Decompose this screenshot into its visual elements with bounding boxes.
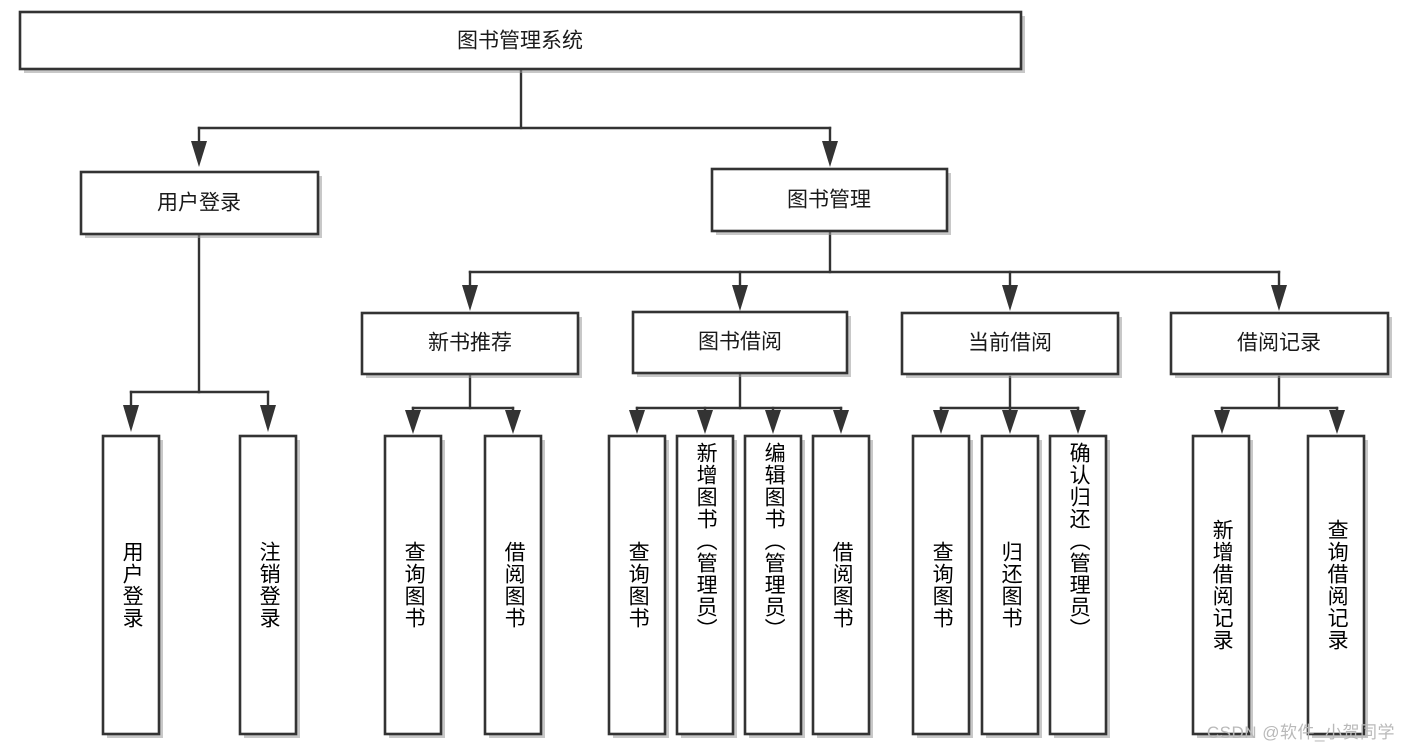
edge-group-login-to-leaves (123, 232, 276, 432)
arrow-bw-leaf-4 (833, 410, 849, 434)
arrow-nb-leaf-1 (405, 410, 421, 434)
leaf-box[interactable] (483, 434, 543, 736)
edge-group-bookmgmt-to-level3 (462, 231, 1287, 311)
node-leaf-cur-return[interactable] (980, 434, 1042, 738)
leaf-box[interactable] (1048, 434, 1108, 736)
leaf-box[interactable] (1306, 434, 1366, 736)
node-root-label: 图书管理系统 (457, 30, 583, 53)
edge-group-current-to-leaves (933, 375, 1086, 434)
node-current-box[interactable] (900, 311, 1120, 376)
leaf-box[interactable] (607, 434, 667, 736)
node-leaf-cur-confirm[interactable] (1048, 434, 1110, 738)
node-leaf-bw-borrow[interactable] (811, 434, 873, 738)
arrow-to-bookmgmt (822, 141, 838, 167)
node-leaf-nb-query[interactable] (383, 434, 445, 738)
node-record[interactable]: 借阅记录 (1169, 311, 1392, 378)
leaf-box[interactable] (980, 434, 1040, 736)
node-root-box[interactable] (18, 10, 1023, 71)
node-record-box[interactable] (1169, 311, 1390, 376)
edge-group-record-to-leaves (1214, 375, 1345, 434)
node-leaf-user-login[interactable] (101, 434, 163, 738)
arrow-to-newbook (462, 285, 478, 311)
leaf-box[interactable] (1191, 434, 1251, 736)
arrow-to-login (191, 141, 207, 167)
arrow-cur-leaf-2 (1002, 410, 1018, 434)
node-newbook-box[interactable] (360, 311, 580, 376)
node-login-label: 用户登录 (157, 192, 241, 215)
arrow-to-record (1271, 285, 1287, 311)
node-bookmgmt-box[interactable] (710, 167, 949, 233)
arrow-bw-leaf-3 (765, 410, 781, 434)
arrow-nb-leaf-2 (505, 410, 521, 434)
edge-group-borrow-to-leaves (629, 373, 849, 434)
node-login[interactable]: 用户登录 (79, 170, 322, 238)
node-current-label: 当前借阅 (968, 332, 1052, 355)
node-borrow-box[interactable] (631, 310, 849, 375)
edge-group-newbook-to-leaves (405, 374, 521, 434)
node-leaf-bw-edit[interactable] (743, 434, 805, 738)
arrow-bw-leaf-2 (697, 410, 713, 434)
leaf-box[interactable] (743, 434, 803, 736)
leaf-box[interactable] (101, 434, 161, 736)
leaf-box[interactable] (238, 434, 298, 736)
node-bookmgmt[interactable]: 图书管理 (710, 167, 951, 235)
arrow-login-leaf-2 (260, 405, 276, 432)
node-newbook[interactable]: 新书推荐 (360, 311, 582, 378)
node-newbook-label: 新书推荐 (428, 332, 512, 355)
edge-group-root-to-level2 (191, 68, 838, 167)
node-borrow-label: 图书借阅 (698, 331, 782, 354)
arrow-to-borrow (732, 285, 748, 311)
arrow-rec-leaf-1 (1214, 410, 1230, 434)
node-login-box[interactable] (79, 170, 320, 236)
arrow-cur-leaf-3 (1070, 410, 1086, 434)
node-current[interactable]: 当前借阅 (900, 311, 1122, 378)
node-leaf-bw-add[interactable] (675, 434, 737, 738)
node-leaf-nb-borrow[interactable] (483, 434, 545, 738)
node-leaf-rec-add[interactable] (1191, 434, 1253, 738)
node-leaf-cur-query[interactable] (911, 434, 973, 738)
leaf-box[interactable] (383, 434, 443, 736)
arrow-cur-leaf-1 (933, 410, 949, 434)
node-root[interactable]: 图书管理系统 (18, 10, 1025, 73)
node-leaf-user-logout[interactable] (238, 434, 300, 738)
arrow-rec-leaf-2 (1329, 410, 1345, 434)
arrow-bw-leaf-1 (629, 410, 645, 434)
arrow-to-current (1002, 285, 1018, 311)
node-leaf-bw-query[interactable] (607, 434, 669, 738)
csdn-watermark: CSDN @软件_小贺同学 (1206, 723, 1395, 742)
leaf-box[interactable] (811, 434, 871, 736)
node-record-label: 借阅记录 (1237, 332, 1321, 355)
node-leaf-rec-query[interactable] (1306, 434, 1368, 738)
leaf-box[interactable] (911, 434, 971, 736)
node-bookmgmt-label: 图书管理 (787, 189, 871, 212)
arrow-login-leaf-1 (123, 405, 139, 432)
leaf-box[interactable] (675, 434, 735, 736)
node-borrow[interactable]: 图书借阅 (631, 310, 851, 377)
